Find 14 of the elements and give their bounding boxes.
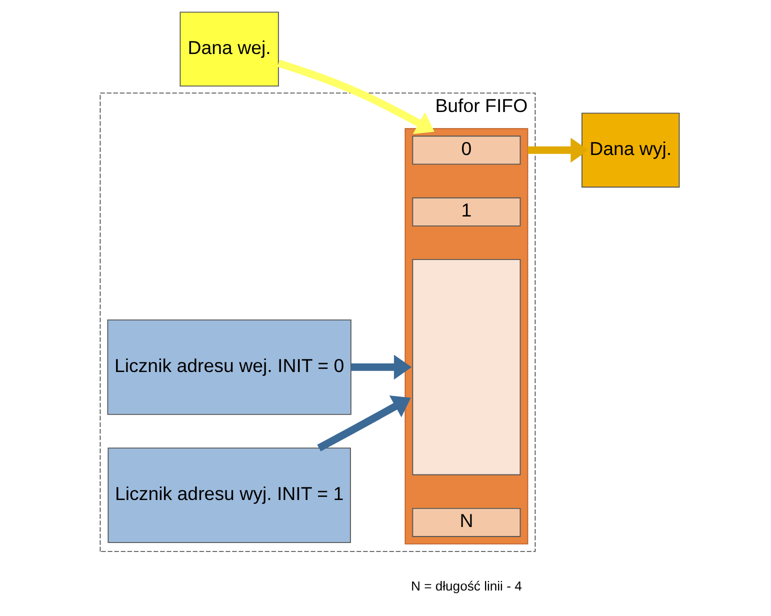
arrow [316, 395, 410, 452]
node-box: Dana wej. [179, 12, 278, 87]
node-box: Dana wyj. [581, 112, 680, 188]
node-box: Licznik adresu wej. INIT = 0 [106, 319, 351, 415]
arrow [527, 138, 588, 163]
node-box: Licznik adresu wyj. INIT = 1 [107, 448, 350, 544]
label: N = długość linii - 4 [410, 578, 522, 594]
node-box [412, 259, 520, 476]
node-box: N [412, 508, 520, 537]
node-box: 0 [412, 136, 520, 165]
arrow [276, 60, 434, 134]
node-box: 1 [412, 197, 520, 226]
arrow [350, 354, 412, 380]
cluster [404, 128, 528, 544]
